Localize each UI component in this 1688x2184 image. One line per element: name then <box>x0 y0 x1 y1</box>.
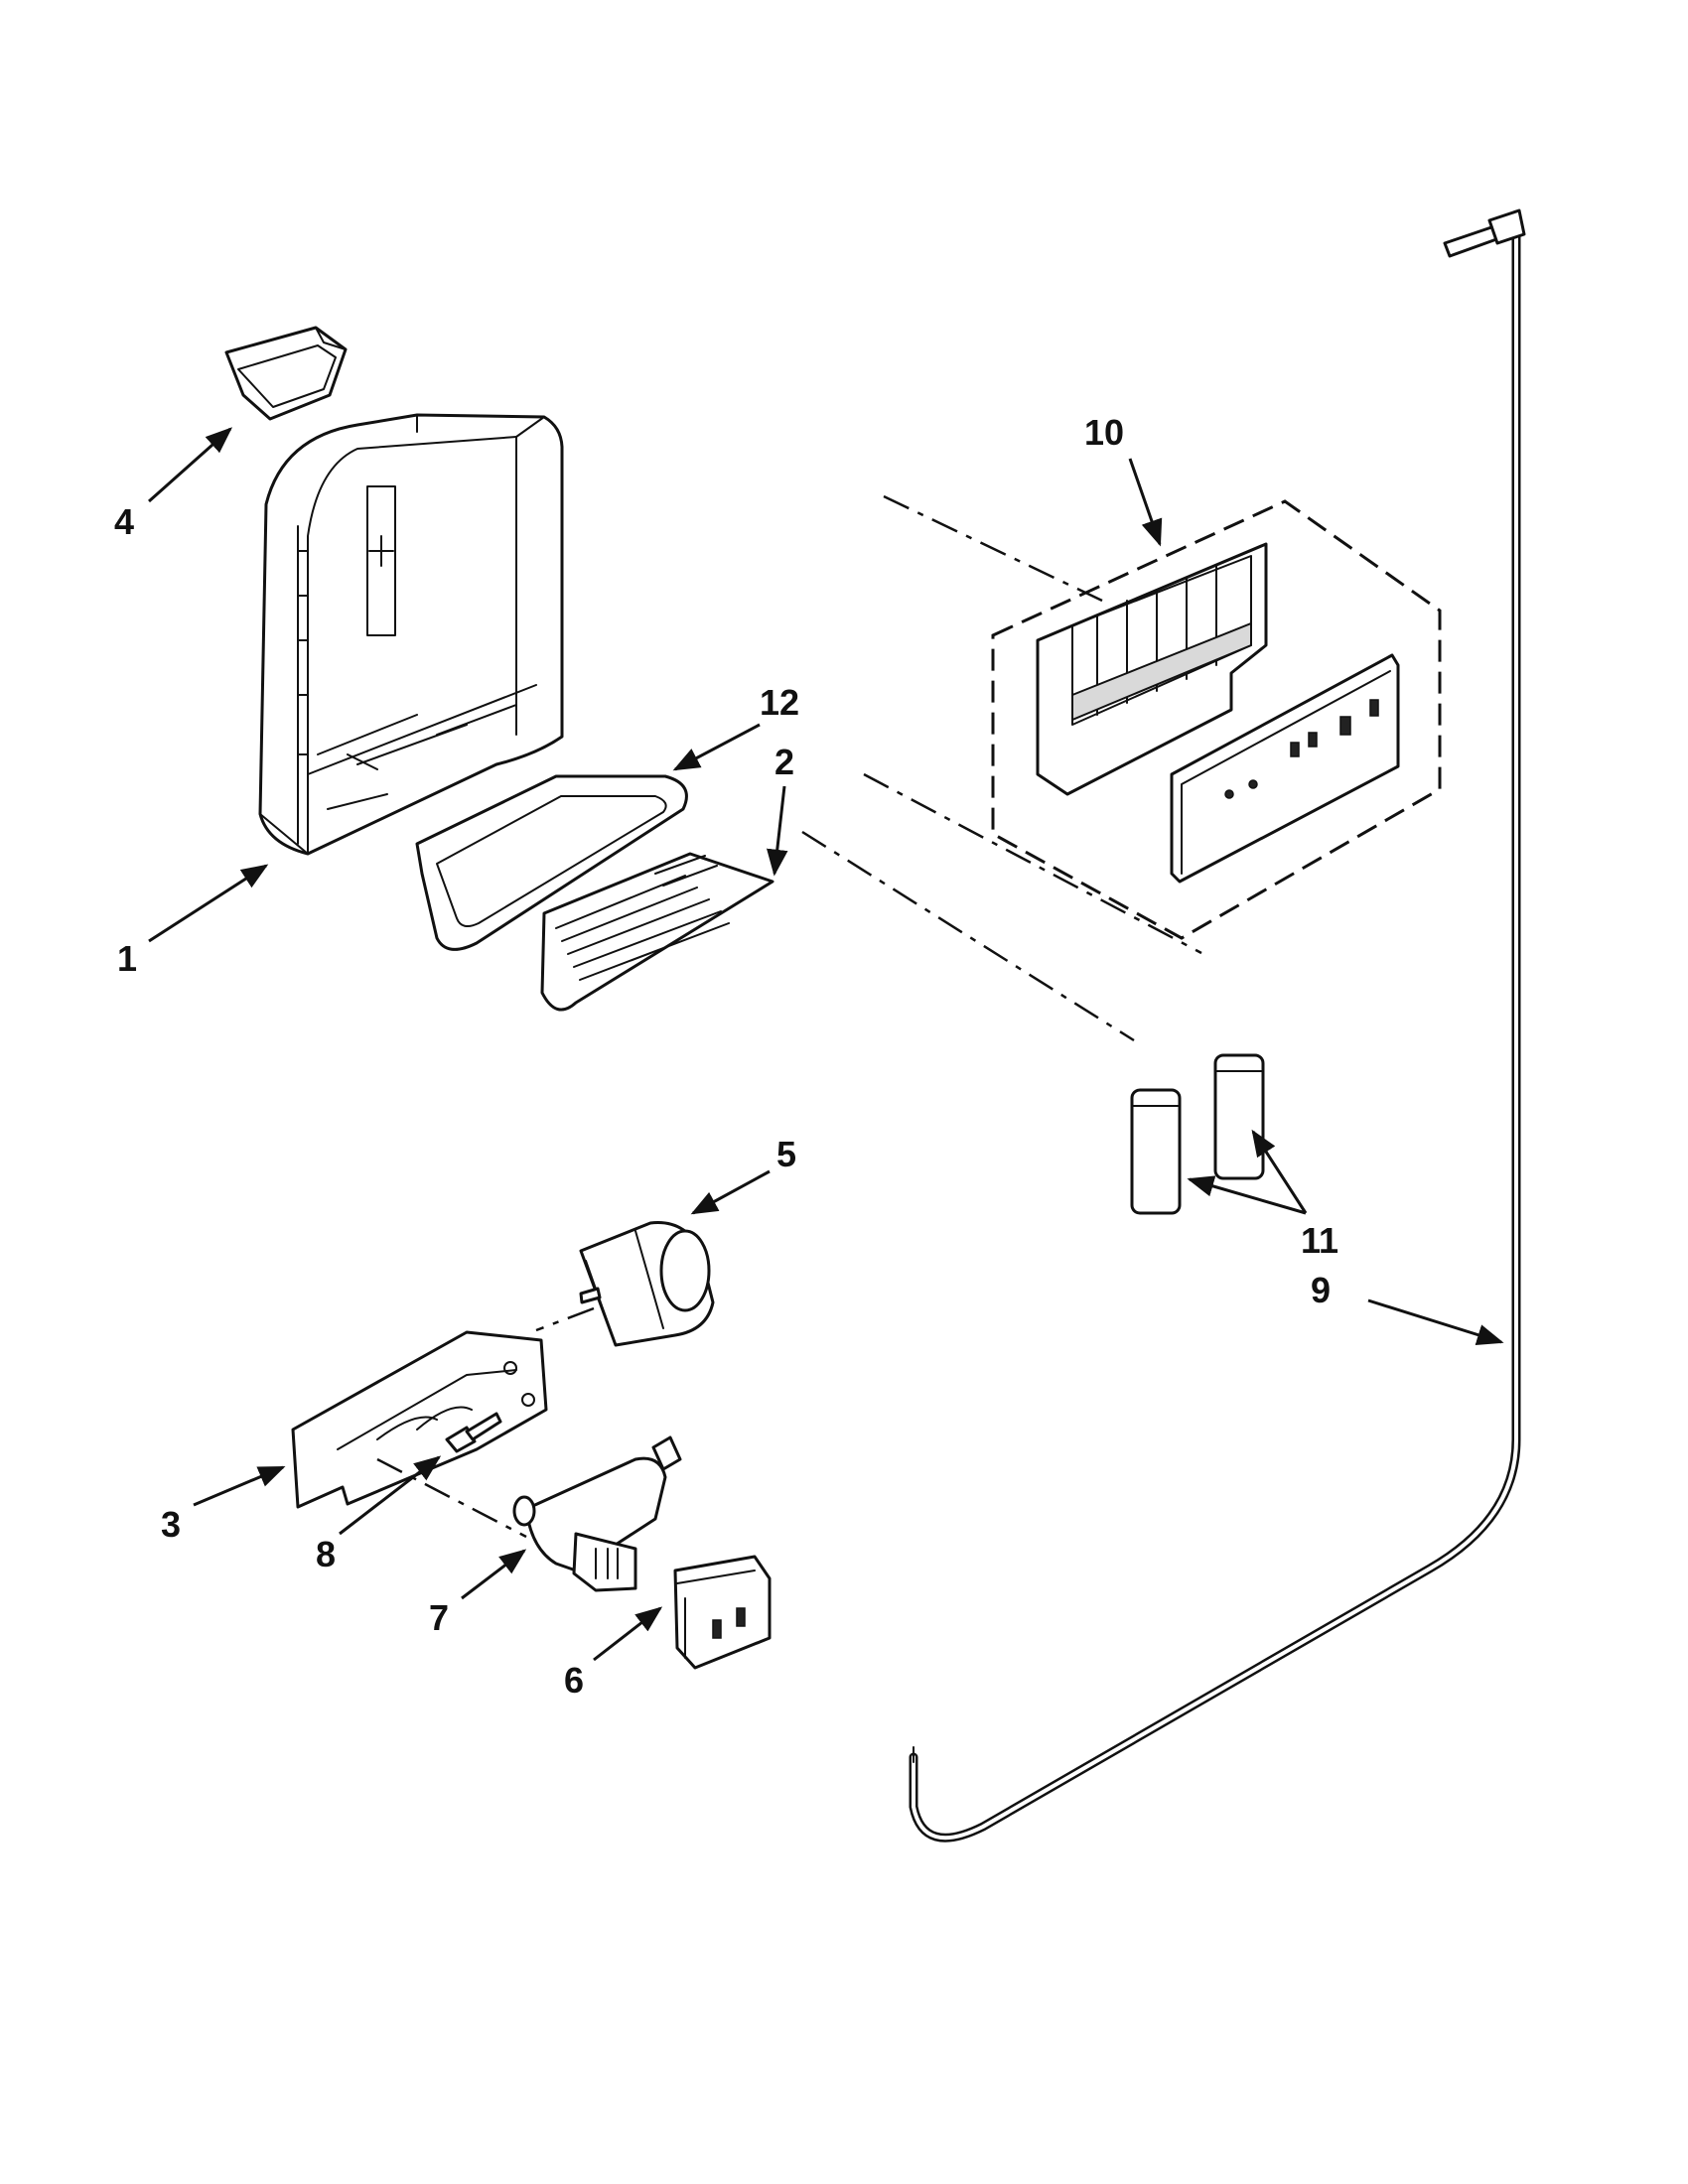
callout-7: 7 <box>429 1597 449 1638</box>
part-1-ice-bucket-housing <box>258 413 564 856</box>
part-9-tube <box>909 208 1526 1843</box>
part-8-screw <box>445 1412 502 1453</box>
callout-labels: 4 1 12 2 10 5 11 9 3 8 7 6 <box>114 412 1338 1701</box>
part-7-actuator <box>512 1435 682 1592</box>
callout-2: 2 <box>774 742 794 782</box>
callout-12: 12 <box>760 682 799 723</box>
alignment-lines <box>376 494 1202 1539</box>
part-3-bracket <box>291 1330 548 1509</box>
callout-5: 5 <box>776 1134 796 1174</box>
callout-4: 4 <box>114 501 134 542</box>
part-11-buttons <box>1130 1053 1265 1215</box>
part-6-switch-block <box>673 1555 772 1670</box>
part-12-tray-frame <box>415 774 688 951</box>
callout-11: 11 <box>1301 1220 1338 1261</box>
callout-1: 1 <box>117 938 137 979</box>
callout-8: 8 <box>316 1534 336 1574</box>
callout-10: 10 <box>1084 412 1124 453</box>
part-10-control-module <box>991 499 1442 940</box>
callout-9: 9 <box>1311 1270 1331 1310</box>
leader-arrows <box>148 427 1504 1662</box>
part-4-cup <box>224 326 348 421</box>
callout-6: 6 <box>564 1660 584 1701</box>
part-5-motor <box>579 1221 715 1347</box>
callout-3: 3 <box>161 1504 181 1545</box>
part-2-drip-grille <box>540 852 774 1012</box>
